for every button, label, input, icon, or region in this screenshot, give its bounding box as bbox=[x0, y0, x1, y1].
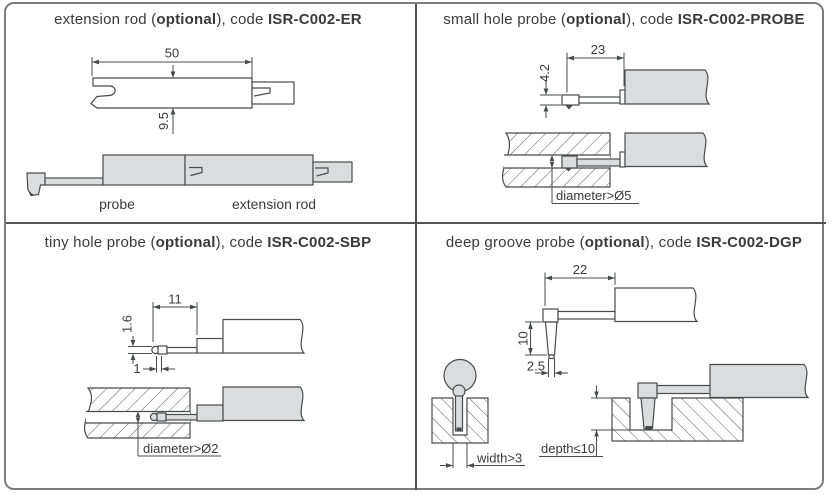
q1-rod-outline bbox=[90, 77, 295, 109]
panel-title: tiny hole probe (optional), code ISR-C00… bbox=[0, 234, 416, 251]
panel-deep-groove-probe: deep groove probe (optional), code ISR-C… bbox=[416, 223, 832, 498]
title-code: ISR-C002-PROBE bbox=[677, 11, 805, 28]
panel-tiny-hole-probe: tiny hole probe (optional), code ISR-C00… bbox=[0, 223, 416, 498]
q2-probe-outline bbox=[561, 69, 711, 110]
vertical-divider bbox=[415, 4, 417, 490]
title-code: ISR-C002-ER bbox=[267, 11, 362, 28]
dim-length-label: 50 bbox=[165, 46, 179, 61]
probe-label: probe bbox=[99, 196, 135, 212]
title-optional: optional bbox=[584, 234, 645, 251]
dim-leg-width-label: 2.5 bbox=[527, 359, 545, 374]
title-optional: optional bbox=[156, 11, 217, 28]
title-code: ISR-C002-DGP bbox=[696, 234, 803, 251]
dim-leg-length-label: 10 bbox=[516, 331, 531, 345]
q3-dim-length: 11 bbox=[152, 292, 198, 342]
extension-rod-drawing: 50 9.5 bbox=[26, 46, 353, 212]
dim-length-label: 23 bbox=[591, 42, 605, 57]
q3-dim-tip-height: 1.6 bbox=[120, 315, 152, 364]
q2-dim-tip-height: 4.2 bbox=[537, 64, 561, 118]
q1-assembled-view: probe extension rod bbox=[26, 154, 353, 212]
q4-depth-view: depth≤10 bbox=[539, 363, 810, 457]
title-text: ), code bbox=[626, 11, 678, 28]
q4-dim-leg-width: 2.5 bbox=[527, 358, 568, 377]
dim-length-label: 11 bbox=[168, 292, 182, 307]
q4-dim-leg-length: 10 bbox=[516, 321, 547, 356]
title-text: ), code bbox=[215, 234, 268, 251]
q4-probe-outline bbox=[542, 287, 699, 360]
panel-extension-rod: extension rod (optional), code ISR-C002-… bbox=[0, 0, 416, 223]
dim-tip-width-label: 1 bbox=[133, 361, 140, 376]
tiny-hole-probe-drawing: 11 1.6 bbox=[83, 292, 306, 457]
title-text: extension rod ( bbox=[54, 11, 157, 28]
hole-diameter-note: diameter>Ø5 bbox=[556, 188, 632, 203]
title-text: small hole probe ( bbox=[443, 11, 567, 28]
q2-dim-length: 23 bbox=[566, 42, 625, 93]
title-text: deep groove probe ( bbox=[445, 234, 585, 251]
deep-groove-probe-drawing: 22 10 bbox=[431, 262, 810, 468]
q1-dim-length: 50 bbox=[91, 46, 253, 80]
dim-diameter-label: 9.5 bbox=[156, 112, 171, 130]
title-text: ), code bbox=[216, 11, 268, 28]
panel-small-hole-probe: small hole probe (optional), code ISR-C0… bbox=[416, 0, 832, 223]
horizontal-divider bbox=[6, 222, 826, 224]
q2-cross-section: diameter>Ø5 bbox=[501, 132, 709, 204]
q4-dim-length: 22 bbox=[544, 262, 616, 306]
q3-probe-outline bbox=[151, 318, 306, 355]
groove-depth-note: depth≤10 bbox=[541, 441, 595, 456]
q4-front-view: width>3 bbox=[431, 358, 525, 468]
title-text: ), code bbox=[644, 234, 697, 251]
q1-dim-diameter: 9.5 bbox=[156, 65, 176, 134]
dim-tip-height-label: 1.6 bbox=[120, 315, 135, 333]
extension-rod-label: extension rod bbox=[232, 196, 316, 212]
dim-tip-height-label: 4.2 bbox=[537, 64, 552, 82]
title-text: tiny hole probe ( bbox=[44, 234, 156, 251]
title-code: ISR-C002-SBP bbox=[267, 234, 372, 251]
outer-frame bbox=[4, 2, 824, 490]
title-optional: optional bbox=[566, 11, 627, 28]
title-optional: optional bbox=[155, 234, 216, 251]
groove-width-note: width>3 bbox=[476, 451, 522, 466]
q3-dim-tip-width: 1 bbox=[133, 356, 175, 376]
hole-diameter-note: diameter>Ø2 bbox=[143, 441, 219, 456]
panel-title: small hole probe (optional), code ISR-C0… bbox=[416, 11, 832, 28]
dim-length-label: 22 bbox=[573, 262, 587, 277]
panel-title: deep groove probe (optional), code ISR-C… bbox=[416, 234, 832, 251]
q3-cross-section: diameter>Ø2 bbox=[83, 386, 306, 457]
panel-title: extension rod (optional), code ISR-C002-… bbox=[0, 11, 416, 28]
small-hole-probe-drawing: 23 4.2 bbox=[501, 42, 711, 204]
